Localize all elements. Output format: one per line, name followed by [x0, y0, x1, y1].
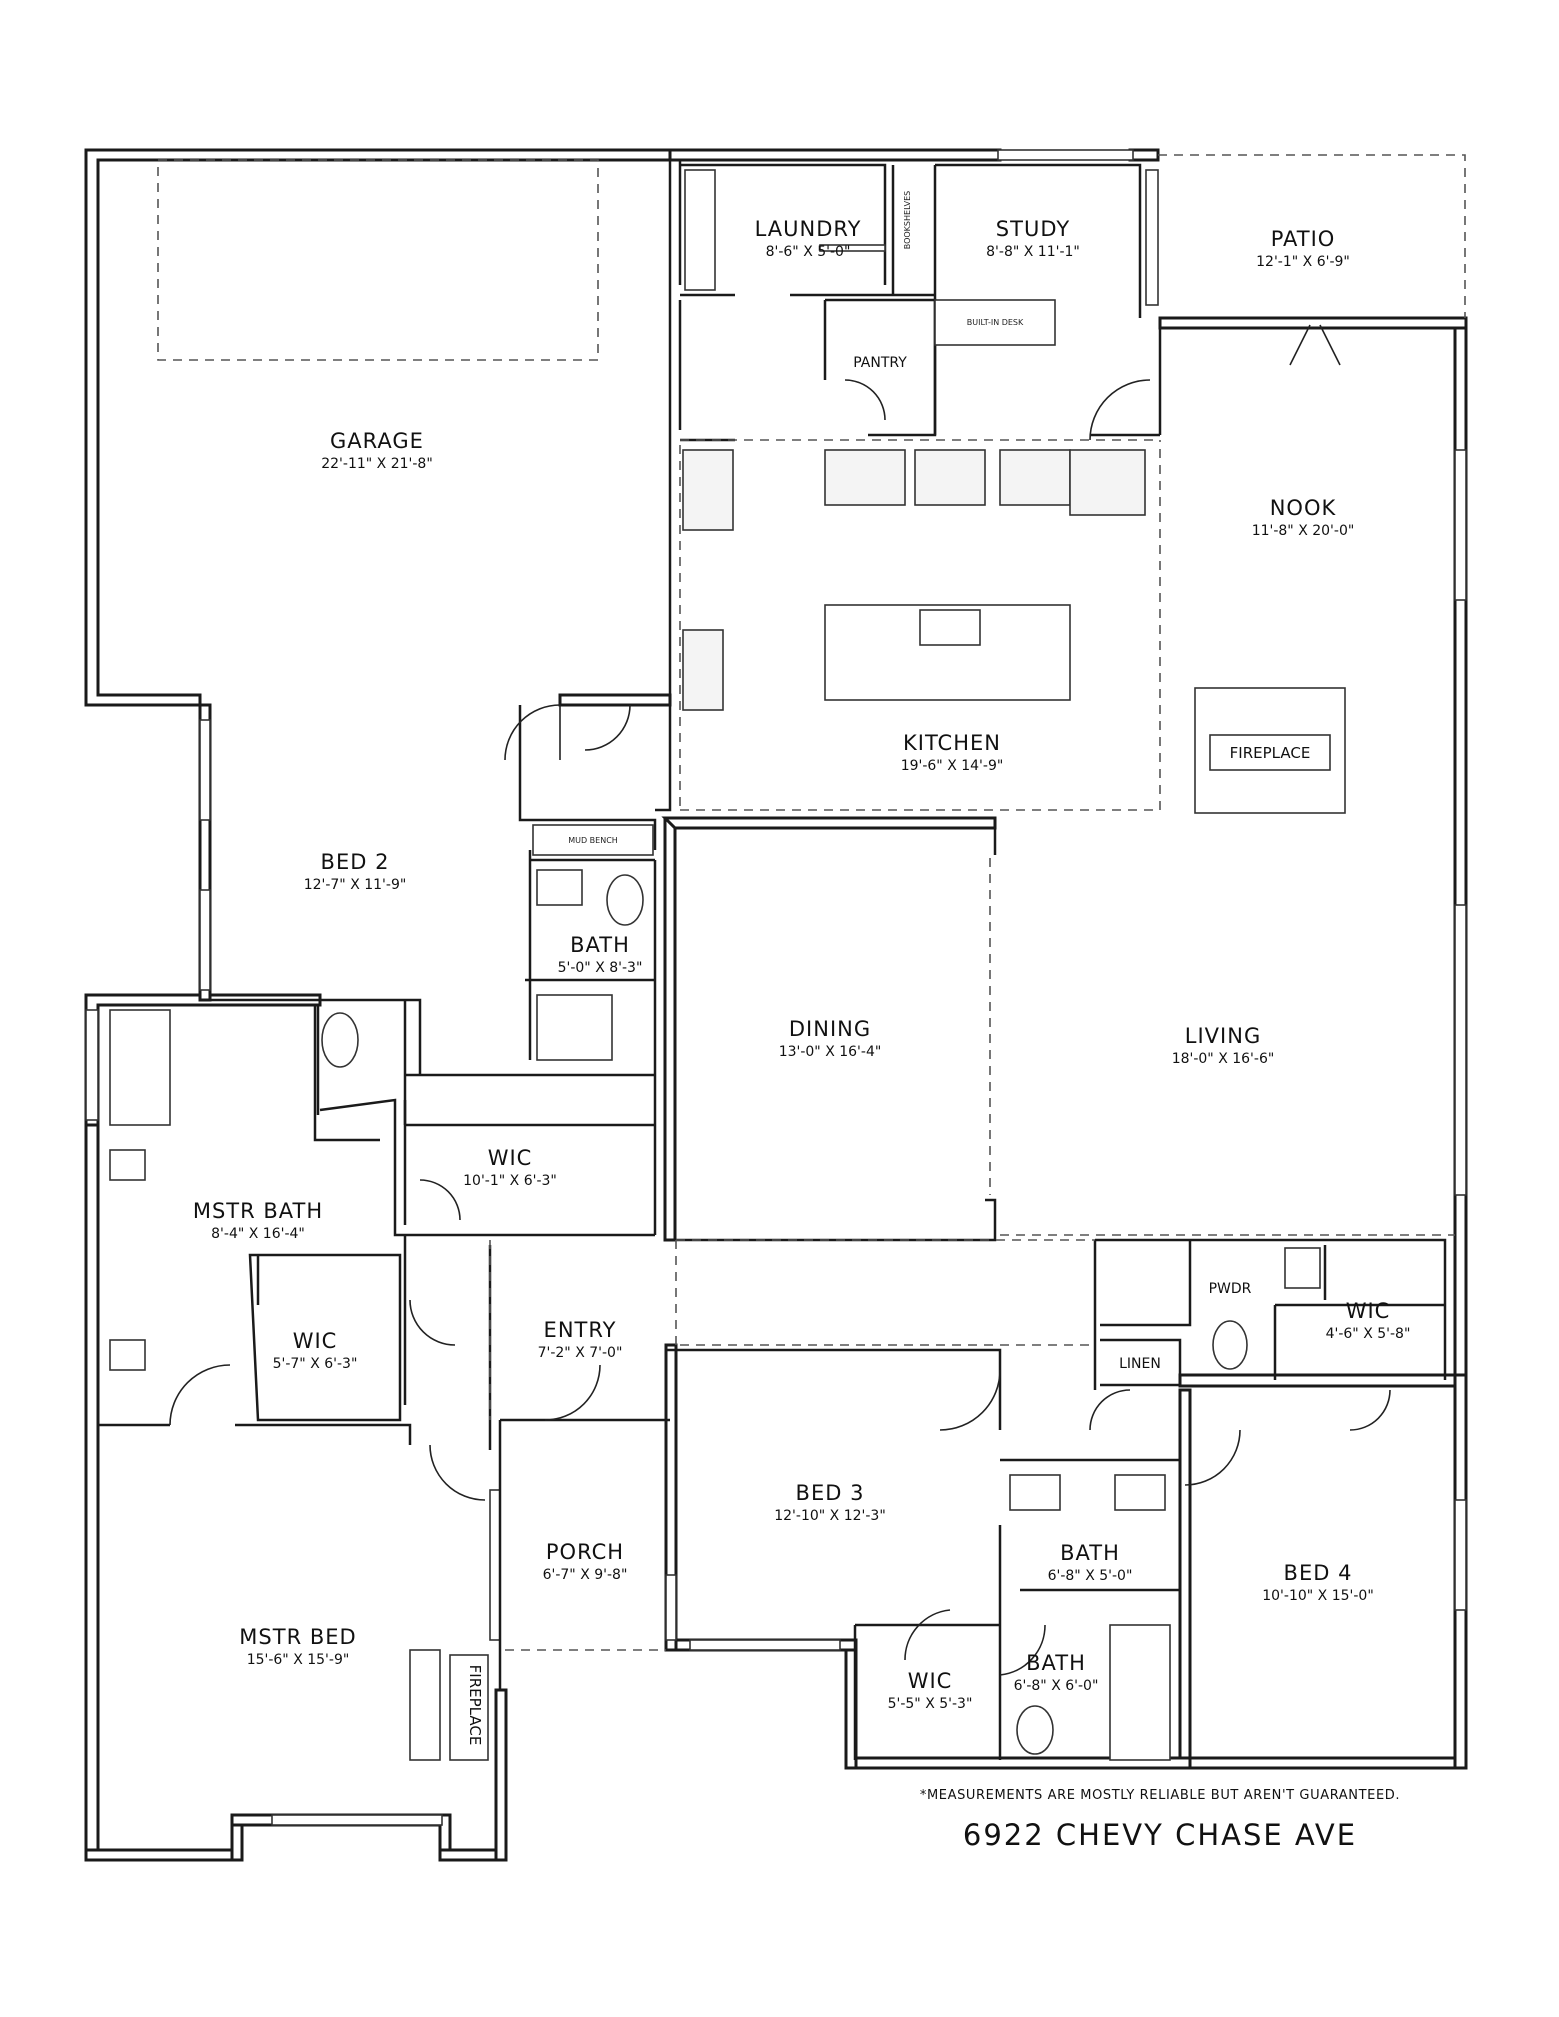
room-mstr-bed-dim: 15'-6" X 15'-9" — [247, 1652, 350, 1668]
exterior-walls — [84, 148, 1468, 1862]
fireplace-living-label: FIREPLACE — [1230, 744, 1311, 762]
room-patio-dim: 12'-1" X 6'-9" — [1256, 254, 1350, 270]
room-study-dim: 8'-8" X 11'-1" — [986, 244, 1080, 260]
room-laundry-name: LAUNDRY — [755, 217, 862, 241]
room-linen-name: LINEN — [1119, 1356, 1161, 1372]
room-wic3-name: WIC — [908, 1669, 953, 1693]
room-bath3-dim: 6'-8" X 6'-0" — [1014, 1678, 1099, 1694]
room-dining-name: DINING — [789, 1017, 871, 1041]
fixture-labels: BUILT-IN DESK MUD BENCH BOOKSHELVES FIRE… — [466, 191, 1310, 1746]
room-study-name: STUDY — [996, 217, 1070, 241]
room-bed3-dim: 12'-10" X 12'-3" — [774, 1508, 886, 1524]
room-wic2-name: WIC — [293, 1329, 338, 1353]
room-entry-name: ENTRY — [544, 1318, 617, 1342]
room-porch-dim: 6'-7" X 9'-8" — [543, 1567, 628, 1583]
room-wic2-dim: 5'-7" X 6'-3" — [273, 1356, 358, 1372]
room-wic3-dim: 5'-5" X 5'-3" — [888, 1696, 973, 1712]
room-entry-dim: 7'-2" X 7'-0" — [538, 1345, 623, 1361]
room-nook-dim: 11'-8" X 20'-0" — [1252, 523, 1355, 539]
room-bath2-dim: 6'-8" X 5'-0" — [1048, 1568, 1133, 1584]
interior-walls — [98, 160, 1447, 1760]
room-patio-name: PATIO — [1271, 227, 1336, 251]
room-bath2-name: BATH — [1060, 1541, 1120, 1565]
room-living-name: LIVING — [1185, 1024, 1261, 1048]
room-kitchen-name: KITCHEN — [903, 731, 1001, 755]
property-address: 6922 CHEVY CHASE AVE — [962, 1818, 1358, 1852]
room-bed2-dim: 12'-7" X 11'-9" — [304, 877, 407, 893]
room-nook-name: NOOK — [1270, 496, 1337, 520]
room-labels: GARAGE 22'-11" X 21'-8" LAUNDRY 8'-6" X … — [193, 217, 1411, 1712]
room-pantry-name: PANTRY — [853, 355, 907, 371]
room-dining-dim: 13'-0" X 16'-4" — [779, 1044, 882, 1060]
room-bed2-name: BED 2 — [321, 850, 390, 874]
room-bed3-name: BED 3 — [796, 1481, 865, 1505]
fireplace-master-label: FIREPLACE — [466, 1665, 484, 1746]
room-garage-dim: 22'-11" X 21'-8" — [321, 456, 433, 472]
room-kitchen-dim: 19'-6" X 14'-9" — [901, 758, 1004, 774]
windows — [85, 149, 1467, 1826]
built-in-desk-label: BUILT-IN DESK — [967, 318, 1024, 327]
room-wic1-name: WIC — [488, 1146, 533, 1170]
dashed-lines — [157, 154, 1466, 1651]
room-wic-pwdr-name: WIC — [1346, 1299, 1391, 1323]
fixtures — [109, 169, 1346, 1761]
bookshelves-label: BOOKSHELVES — [903, 191, 912, 250]
room-porch-name: PORCH — [546, 1540, 624, 1564]
room-garage-name: GARAGE — [330, 429, 424, 453]
room-living-dim: 18'-0" X 16'-6" — [1172, 1051, 1275, 1067]
room-mstr-bed-name: MSTR BED — [239, 1625, 356, 1649]
room-bed4-dim: 10'-10" X 15'-0" — [1262, 1588, 1374, 1604]
measurement-disclaimer: *MEASUREMENTS ARE MOSTLY RELIABLE BUT AR… — [919, 1788, 1401, 1803]
room-laundry-dim: 8'-6" X 5'-0" — [766, 244, 851, 260]
room-bath1-dim: 5'-0" X 8'-3" — [558, 960, 643, 976]
door-swings — [169, 324, 1391, 1676]
room-pwdr-name: PWDR — [1209, 1281, 1252, 1297]
room-bath1-name: BATH — [570, 933, 630, 957]
room-wic1-dim: 10'-1" X 6'-3" — [463, 1173, 557, 1189]
room-mstr-bath-name: MSTR BATH — [193, 1199, 323, 1223]
mud-bench-label: MUD BENCH — [568, 836, 618, 845]
room-mstr-bath-dim: 8'-4" X 16'-4" — [211, 1226, 305, 1242]
room-bath3-name: BATH — [1026, 1651, 1086, 1675]
room-bed4-name: BED 4 — [1284, 1561, 1353, 1585]
room-wic-pwdr-dim: 4'-6" X 5'-8" — [1326, 1326, 1411, 1342]
